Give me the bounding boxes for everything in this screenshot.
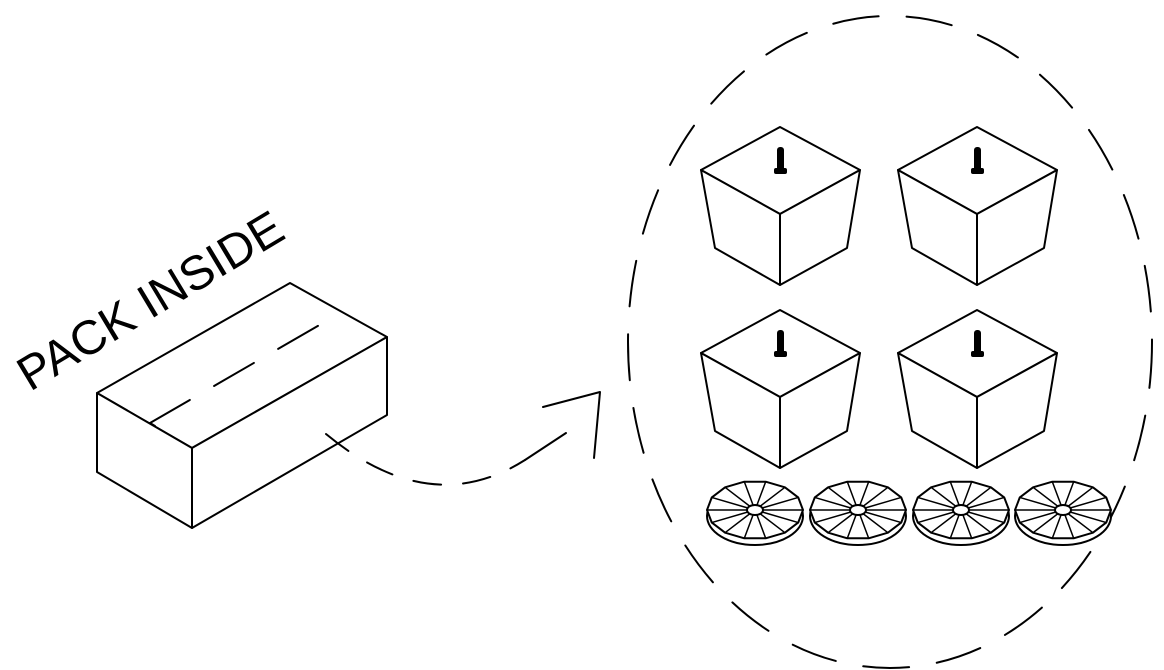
arrow-icon (325, 391, 601, 486)
glide-pad-icon (809, 480, 907, 546)
contents-circle (627, 15, 1153, 669)
glide-pad-icon (706, 480, 804, 546)
furniture-leg-icon (700, 309, 861, 469)
glide-pad-icon (912, 480, 1010, 546)
furniture-leg-icon (897, 126, 1058, 286)
furniture-leg-icon (897, 309, 1058, 469)
shipping-box-icon (96, 282, 388, 529)
furniture-leg-icon (700, 126, 861, 286)
glide-pad-icon (1014, 480, 1112, 546)
